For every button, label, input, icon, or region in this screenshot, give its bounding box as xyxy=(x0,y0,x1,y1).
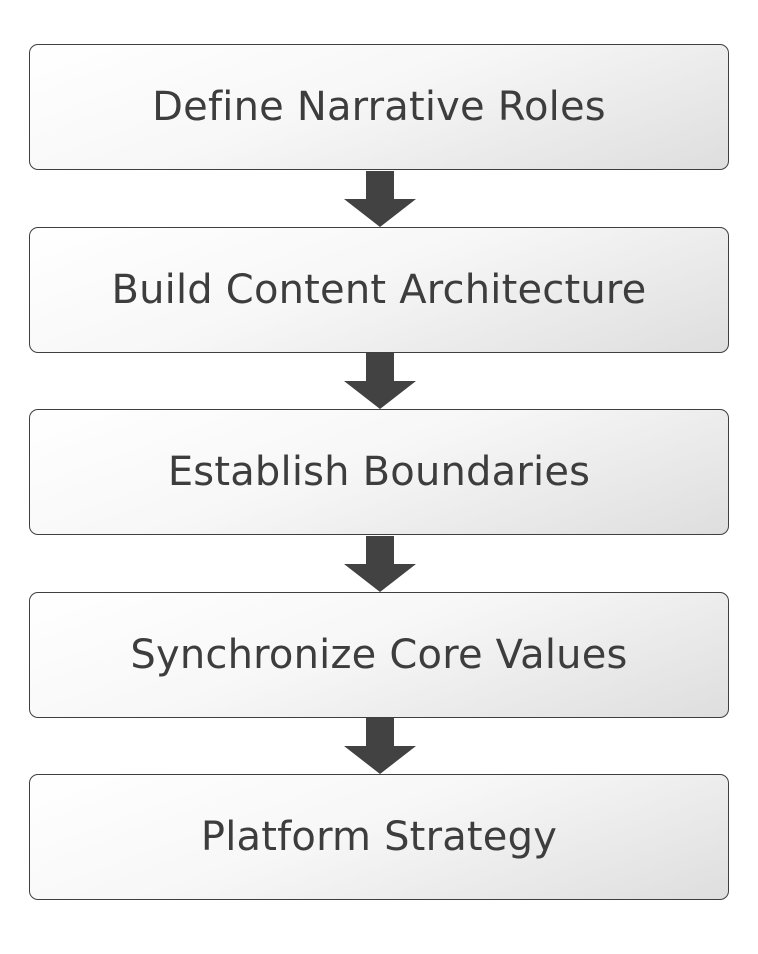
step-label-build-content-architecture: Build Content Architecture xyxy=(111,267,647,313)
step-box-3: Establish Boundaries xyxy=(29,409,729,535)
step-label-establish-boundaries: Establish Boundaries xyxy=(167,449,591,495)
down-arrow-icon xyxy=(344,353,416,409)
step-box-5: Platform Strategy xyxy=(29,774,729,900)
step-box-2: Build Content Architecture xyxy=(29,227,729,353)
step-label-platform-strategy: Platform Strategy xyxy=(200,814,558,860)
down-arrow-icon xyxy=(344,718,416,774)
step-box-4: Synchronize Core Values xyxy=(29,592,729,718)
down-arrow-icon xyxy=(344,171,416,227)
step-label-synchronize-core-values: Synchronize Core Values xyxy=(130,632,628,678)
step-label-define-narrative-roles: Define Narrative Roles xyxy=(152,84,606,130)
step-box-1: Define Narrative Roles xyxy=(29,44,729,170)
down-arrow-icon xyxy=(344,536,416,592)
